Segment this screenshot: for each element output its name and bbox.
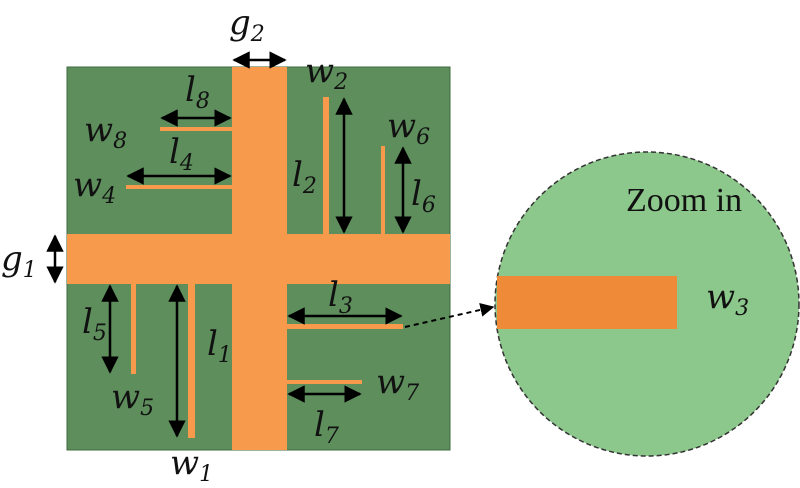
label-l6: l6 [411, 174, 436, 218]
label-l4: l4 [169, 132, 194, 176]
label-l2: l2 [292, 155, 317, 199]
label-g2: g2 [229, 3, 265, 47]
label-w6: w6 [387, 106, 430, 150]
label-g1: g1 [1, 239, 37, 283]
stub-l6 [381, 146, 385, 234]
label-w5: w5 [111, 377, 154, 421]
label-w7: w7 [376, 362, 419, 406]
label-w3: w3 [706, 277, 749, 321]
label-l5: l5 [82, 302, 107, 346]
zoom-strip [497, 276, 677, 329]
stub-l5 [131, 284, 136, 374]
label-w2: w2 [305, 51, 348, 95]
stub-l3 [287, 324, 403, 329]
stub-l4 [126, 185, 232, 189]
label-l3: l3 [328, 275, 353, 319]
label-w8: w8 [84, 110, 127, 154]
label-w1: w1 [170, 443, 213, 487]
stub-l8 [160, 127, 232, 131]
horizontal-strip [67, 234, 450, 284]
stub-l1 [188, 284, 195, 438]
zoom-label: Zoom in [626, 182, 742, 219]
label-l7: l7 [314, 405, 339, 449]
label-l8: l8 [185, 70, 210, 114]
label-w4: w4 [73, 165, 116, 209]
stub-l7 [287, 380, 362, 384]
label-l1: l1 [207, 324, 232, 368]
stub-l2 [323, 97, 329, 234]
zoom-connector [404, 302, 495, 328]
